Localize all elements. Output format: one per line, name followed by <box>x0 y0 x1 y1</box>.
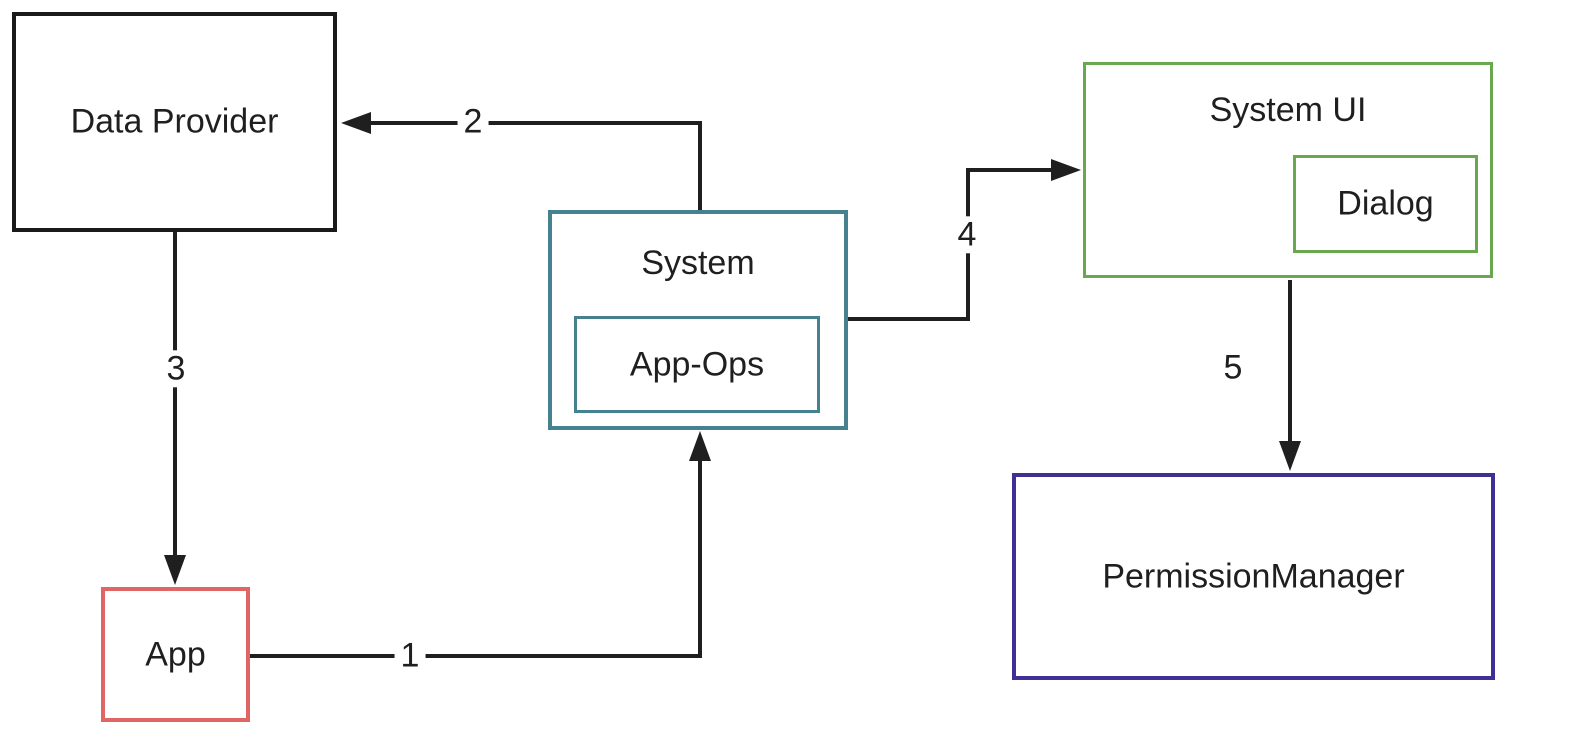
node-system: System App-Ops <box>548 210 848 430</box>
node-system-ui-label: System UI <box>1209 91 1367 129</box>
edge-1-label: 1 <box>394 636 426 675</box>
node-system-label: System <box>641 244 755 282</box>
node-app-ops-label: App-Ops <box>629 344 765 383</box>
edge-2-label: 2 <box>457 102 489 141</box>
node-app: App <box>101 587 250 722</box>
edge-4-label: 4 <box>951 215 983 254</box>
edge-1-arrowhead <box>689 431 711 461</box>
node-permission-manager: PermissionManager <box>1012 473 1495 680</box>
node-permission-manager-label: PermissionManager <box>1102 556 1405 595</box>
edge-5-label: 5 <box>1223 348 1243 387</box>
node-system-ui: System UI Dialog <box>1083 62 1493 278</box>
node-dialog: Dialog <box>1293 155 1478 253</box>
edge-2-arrowhead <box>341 112 371 134</box>
edge-4-arrowhead <box>1051 159 1081 181</box>
edge-2-line <box>368 121 702 210</box>
edge-3-arrowhead <box>164 555 186 585</box>
edge-5-arrowhead <box>1279 441 1301 471</box>
node-app-label: App <box>145 634 206 673</box>
node-data-provider: Data Provider <box>12 12 337 232</box>
node-dialog-label: Dialog <box>1337 184 1434 223</box>
node-app-ops: App-Ops <box>574 316 820 413</box>
node-data-provider-label: Data Provider <box>70 102 279 141</box>
edge-3-label: 3 <box>160 349 192 388</box>
edge-1-line <box>250 458 702 658</box>
